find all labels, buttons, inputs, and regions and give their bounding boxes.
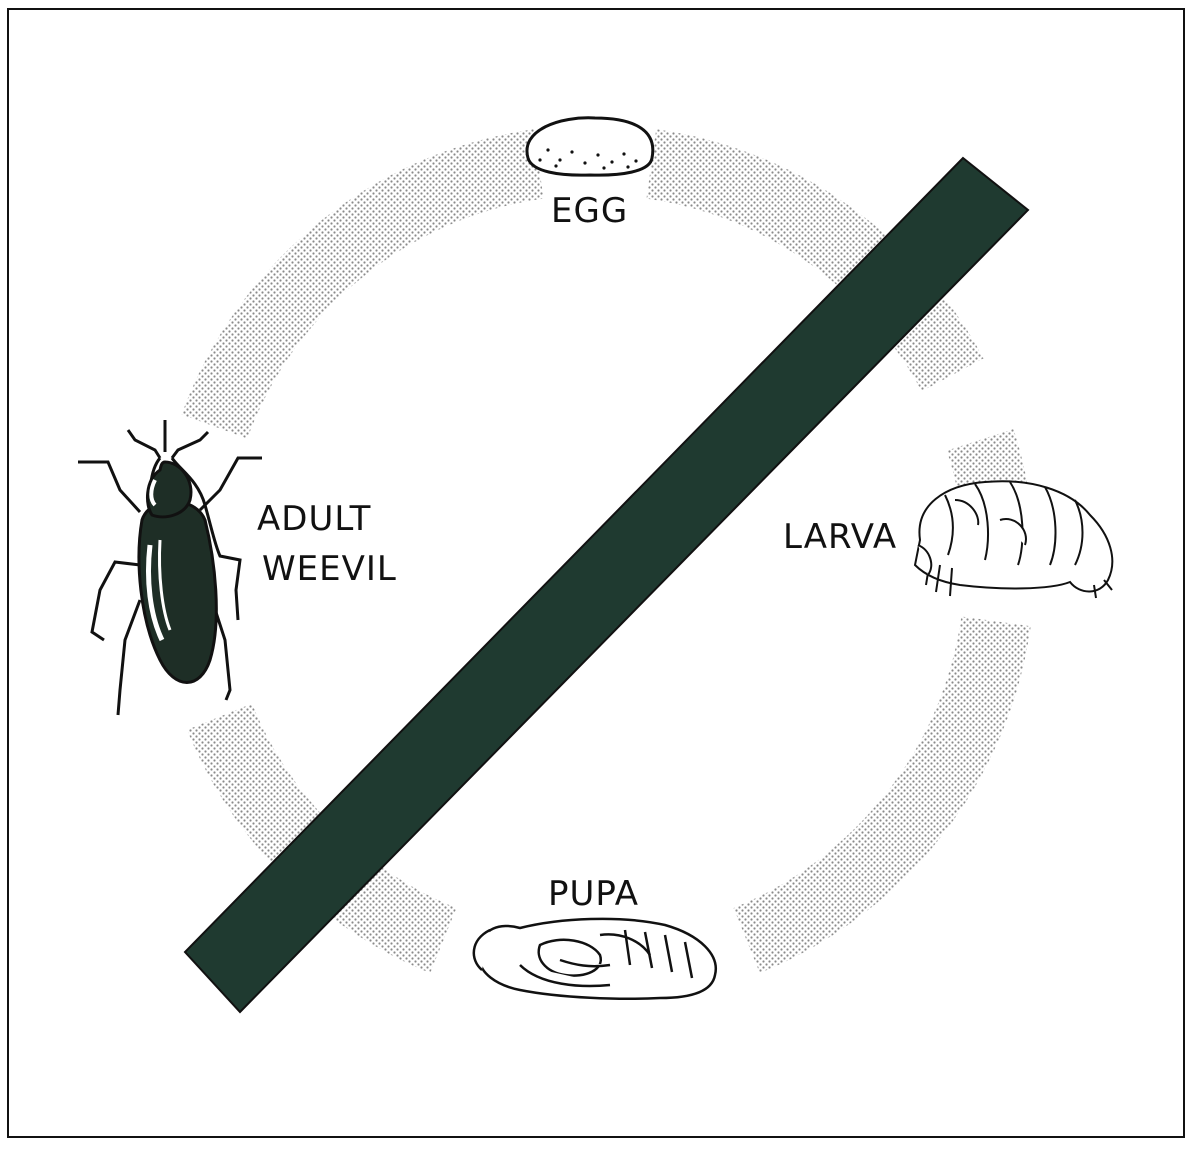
pupa-label: PUPA [548,874,639,914]
egg-icon [527,118,653,175]
weevil-icon [78,420,262,715]
adult-label-line1: ADULT [257,499,371,539]
pupa-icon [474,919,716,999]
egg-label: EGG [551,191,628,231]
ring-segment-bottom-right [734,616,1031,972]
larva-icon [915,481,1112,598]
adult-label-line2: WEEVIL [262,549,397,589]
ring-segment-top-left [182,129,544,438]
larva-label: LARVA [783,517,897,557]
